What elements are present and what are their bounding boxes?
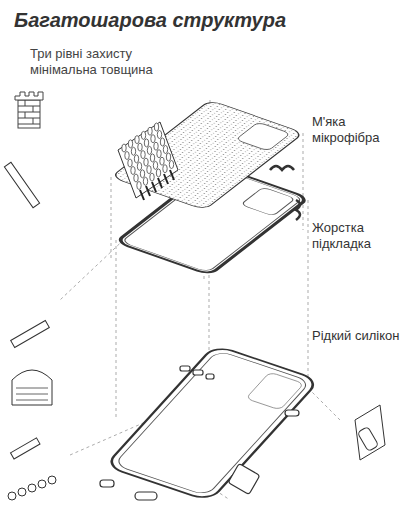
layer-label: Рідкий силікон: [312, 328, 404, 344]
tower-icon: [15, 92, 43, 128]
silicone-frame: [105, 345, 320, 501]
microfibre-layer: [111, 100, 304, 210]
frame-buttons: [100, 366, 299, 500]
page-title: Багатошарова структура: [14, 8, 286, 32]
guide-lines: [60, 100, 340, 500]
layer-label: Жорстка підкладка: [312, 220, 404, 251]
layer-label: М'яка мікрофібра: [312, 114, 404, 145]
fibre-texture: [118, 122, 178, 200]
liner-edge: [270, 166, 300, 220]
subtitle: Три рівні захисту мінімальна товщина: [30, 46, 180, 77]
